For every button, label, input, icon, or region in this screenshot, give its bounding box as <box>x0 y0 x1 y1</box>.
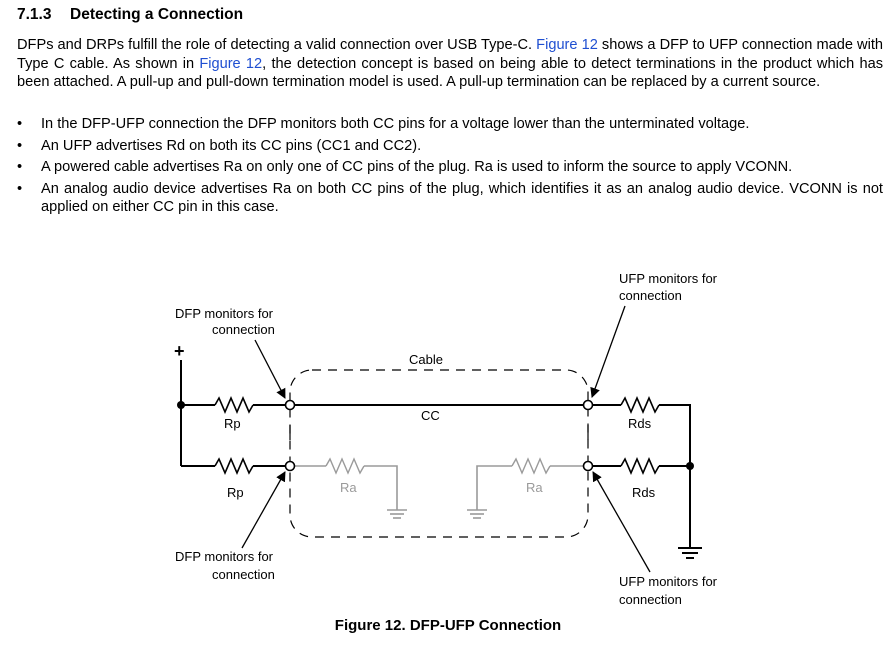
intro-paragraph: DFPs and DRPs fulfill the role of detect… <box>17 36 883 92</box>
ufp-cc1-node <box>582 399 594 411</box>
figure-link-2[interactable]: Figure 12 <box>199 55 263 72</box>
bullet-icon: • <box>17 137 23 154</box>
dfp-top-annotation-line1: DFP monitors for <box>175 306 274 321</box>
section-heading: 7.1.3 Detecting a Connection <box>17 6 243 24</box>
bullet-item: • A powered cable advertises Ra on only o… <box>17 158 883 177</box>
dfp-bottom-annotation-line1: DFP monitors for <box>175 549 274 564</box>
rp-bottom-label: Rp <box>227 485 244 500</box>
ufp-top-annotation-line2: connection <box>619 288 682 303</box>
plus-sign: + <box>174 341 185 361</box>
bullet-item: • An analog audio device advertises Ra on… <box>17 180 883 217</box>
figure-caption: Figure 12. DFP-UFP Connection <box>334 617 562 634</box>
cc-label: CC <box>421 408 440 423</box>
ground-icon <box>678 547 702 559</box>
ufp-bottom-annotation-line1: UFP monitors for <box>619 574 718 589</box>
dfp-bottom-annotation-line2: connection <box>212 567 275 582</box>
ufp-bottom-annotation-line2: connection <box>619 592 682 607</box>
rp-bottom-resistor-icon <box>214 456 254 476</box>
dfp-cc1-node <box>284 399 296 411</box>
dfp-bottom-arrow <box>241 471 286 549</box>
bullet-icon: • <box>17 159 23 176</box>
rds-top-resistor-icon <box>620 395 660 415</box>
bullet-icon: • <box>17 180 23 197</box>
section-number: 7.1.3 <box>17 6 52 23</box>
bullet-list: • In the DFP-UFP connection the DFP monit… <box>17 115 883 220</box>
rds-top-wire <box>659 404 691 547</box>
ra-right-wire <box>476 465 512 510</box>
rds-top-label: Rds <box>628 416 652 431</box>
rds-bottom-label: Rds <box>632 485 656 500</box>
ufp-cc2-node <box>582 460 594 472</box>
rds-bottom-resistor-icon <box>620 456 660 476</box>
dfp-cc2-node <box>284 460 296 472</box>
dfp-top-arrow <box>254 339 286 399</box>
ufp-top-arrow <box>590 305 626 398</box>
ufp-top-annotation-line1: UFP monitors for <box>619 271 718 286</box>
ra-left-wire <box>364 465 398 510</box>
ground-junction <box>686 462 694 470</box>
paragraph-text-2: shows a DFP to UFP connection made with … <box>17 37 884 72</box>
bullet-item: • An UFP advertises Rd on both its CC pin… <box>17 137 883 156</box>
bullet-icon: • <box>17 116 23 132</box>
bullet-text: An analog audio device advertises Ra on … <box>41 180 883 216</box>
section-title: Detecting a Connection <box>70 6 244 23</box>
bullet-text: A powered cable advertises Ra on only on… <box>41 159 793 176</box>
ra-right-resistor-icon <box>511 457 551 475</box>
ufp-bottom-arrow <box>592 471 651 573</box>
rp-top-label: Rp <box>224 416 241 431</box>
cable-outline <box>289 369 589 538</box>
bullet-item: • In the DFP-UFP connection the DFP monit… <box>17 115 883 134</box>
figure-link-1[interactable]: Figure 12 <box>536 37 598 53</box>
rp-top-resistor-icon <box>214 395 254 415</box>
cable-label: Cable <box>409 352 443 367</box>
bullet-text: An UFP advertises Rd on both its CC pins… <box>41 137 422 154</box>
paragraph-text-1: DFPs and DRPs fulfill the role of detect… <box>17 37 537 53</box>
ra-left-ground-icon <box>387 509 407 519</box>
bullet-text: In the DFP-UFP connection the DFP monito… <box>41 116 750 132</box>
ra-left-label: Ra <box>340 480 357 495</box>
ra-right-ground-icon <box>467 509 487 519</box>
paragraph-text-3: , the detection concept is based on bein… <box>17 55 884 91</box>
ra-right-label: Ra <box>526 480 543 495</box>
dfp-top-annotation-line2: connection <box>212 322 275 337</box>
ra-left-resistor-icon <box>325 457 365 475</box>
